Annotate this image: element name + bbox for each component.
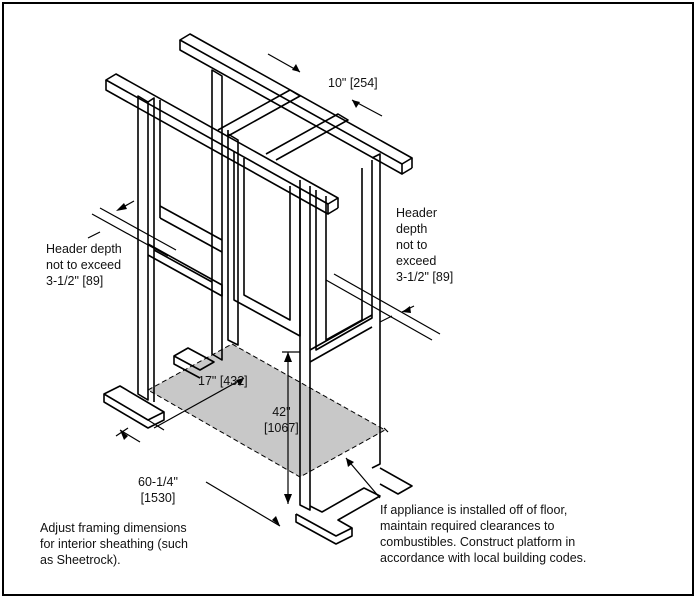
framing-note: Adjust framing dimensions for interior s… (40, 521, 188, 567)
height-dimension (282, 351, 300, 504)
top-width-label: 10" [254] (328, 76, 378, 90)
right-wall (299, 153, 381, 511)
right-bottom-plate (295, 467, 413, 545)
depth-dimension (147, 377, 245, 431)
top-header-beam (179, 33, 413, 175)
height-label: 42" [1067] (264, 405, 299, 435)
top-width-dimension (267, 53, 383, 117)
width-dimension (115, 427, 281, 527)
header-depth-right-dimension (325, 273, 441, 341)
width-label: 60-1/4" [1530] (138, 475, 178, 505)
left-bottom-plate (103, 347, 215, 429)
appliance-note-leader (345, 427, 389, 499)
appliance-note: If appliance is installed off of floor, … (380, 503, 587, 565)
left-wall (137, 69, 239, 402)
second-header-beam (105, 73, 339, 215)
header-depth-right-label: Header depth not to exceed 3-1/2" [89] (396, 206, 454, 284)
header-depth-left-label: Header depth not to exceed 3-1/2" [89] (46, 242, 122, 288)
platform-area (146, 343, 387, 478)
header-depth-left-dimension (87, 200, 177, 257)
depth-label: 17" [432] (198, 374, 248, 388)
